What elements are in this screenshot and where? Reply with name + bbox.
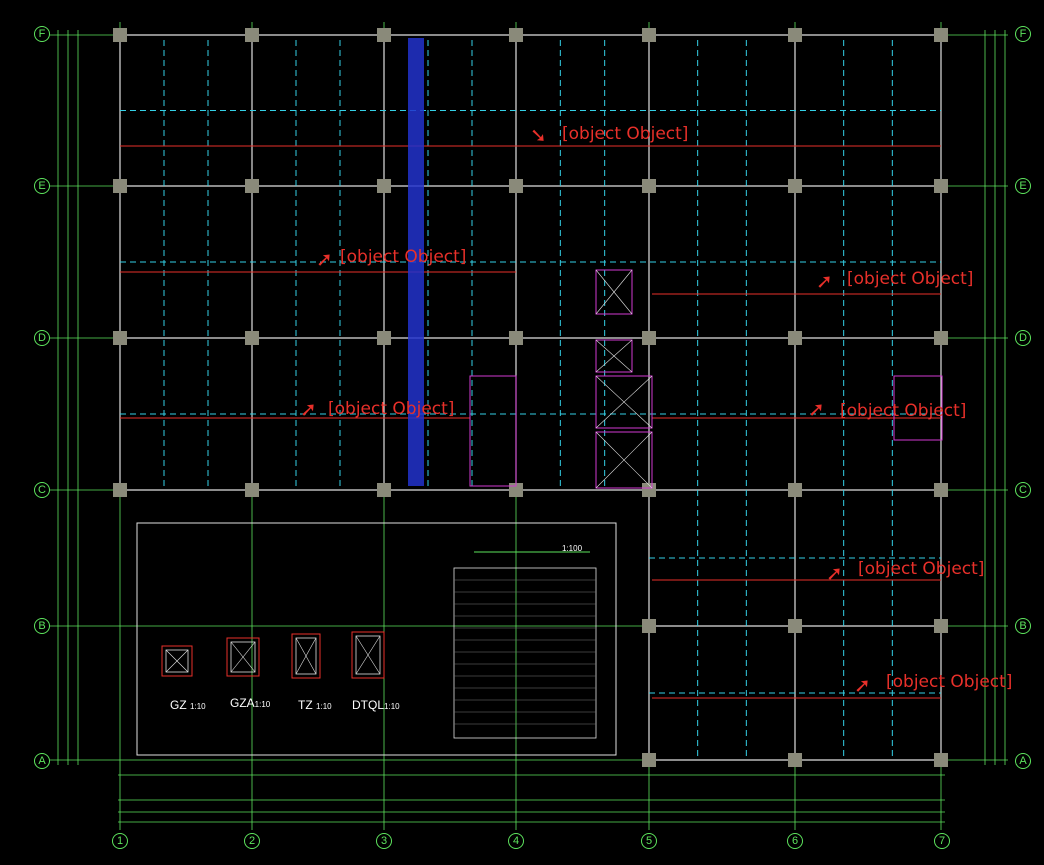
arrow-icon: ➚ xyxy=(300,399,317,421)
row-axis-B-left: B xyxy=(34,618,50,634)
column xyxy=(788,331,802,345)
column xyxy=(377,483,391,497)
column xyxy=(113,28,127,42)
column xyxy=(642,619,656,633)
row-axis-E-right: E xyxy=(1015,178,1031,194)
section-stirrup xyxy=(295,637,317,675)
section-outline xyxy=(351,631,385,679)
detail-gz-label: GZ 1:10 xyxy=(170,698,206,712)
column xyxy=(642,331,656,345)
column xyxy=(788,179,802,193)
rebar-annotation-2: [object Object] xyxy=(340,247,467,267)
column xyxy=(377,28,391,42)
col-axis-5: 5 xyxy=(641,833,657,849)
row-axis-F-right: F xyxy=(1015,26,1031,42)
section-cross xyxy=(295,637,317,675)
arrow-icon: ➚ xyxy=(816,271,833,293)
section-stirrup xyxy=(355,635,381,675)
row-axis-A-left: A xyxy=(34,753,50,769)
col-axis-4: 4 xyxy=(508,833,524,849)
shaft xyxy=(595,269,633,315)
detail-gza-label: GZA1:10 xyxy=(230,696,271,710)
arrow-icon: ➚ xyxy=(854,675,871,697)
opening xyxy=(469,375,517,487)
section-outline xyxy=(161,645,193,677)
rebar-annotation-3: [object Object] xyxy=(847,269,974,289)
shaft-cross xyxy=(595,339,633,373)
col-axis-7: 7 xyxy=(934,833,950,849)
arrow-icon: ➚ xyxy=(808,399,825,421)
row-axis-C-right: C xyxy=(1015,482,1031,498)
column xyxy=(377,331,391,345)
section-cross xyxy=(165,649,189,673)
arrow-icon: ➚ xyxy=(316,249,333,271)
shaft-cross xyxy=(595,269,633,315)
section-cross xyxy=(355,635,381,675)
column xyxy=(788,753,802,767)
arrow-icon: ➚ xyxy=(826,563,843,585)
column xyxy=(245,28,259,42)
section-outline xyxy=(226,637,260,677)
column xyxy=(509,179,523,193)
column xyxy=(642,753,656,767)
column xyxy=(642,28,656,42)
column xyxy=(509,28,523,42)
rebar-annotation-1: [object Object] xyxy=(562,124,689,144)
column xyxy=(113,331,127,345)
column xyxy=(245,179,259,193)
row-axis-F-left: F xyxy=(34,26,50,42)
row-axis-C-left: C xyxy=(34,482,50,498)
column xyxy=(934,331,948,345)
column xyxy=(788,619,802,633)
column xyxy=(934,483,948,497)
column xyxy=(788,483,802,497)
col-axis-2: 2 xyxy=(244,833,260,849)
section-stirrup xyxy=(230,641,256,673)
row-axis-D-left: D xyxy=(34,330,50,346)
shaft-cross xyxy=(595,431,653,489)
shaft xyxy=(595,339,633,373)
notes-scale: 1:100 xyxy=(562,544,583,553)
col-axis-3: 3 xyxy=(376,833,392,849)
column xyxy=(934,179,948,193)
column xyxy=(113,179,127,193)
rebar-annotation-5: [object Object] xyxy=(840,401,967,421)
rebar-annotation-7: [object Object] xyxy=(886,672,1013,692)
column xyxy=(934,619,948,633)
detail-frame xyxy=(136,522,617,756)
detail-dtql-label: DTQL1:10 xyxy=(352,698,400,712)
row-axis-D-right: D xyxy=(1015,330,1031,346)
column xyxy=(377,179,391,193)
row-axis-B-right: B xyxy=(1015,618,1031,634)
detail-tz-label: TZ 1:10 xyxy=(298,698,332,712)
col-axis-1: 1 xyxy=(112,833,128,849)
shaft xyxy=(595,431,653,489)
row-axis-A-right: A xyxy=(1015,753,1031,769)
col-axis-6: 6 xyxy=(787,833,803,849)
column xyxy=(788,28,802,42)
column xyxy=(934,753,948,767)
column xyxy=(509,331,523,345)
notes-table xyxy=(453,567,597,739)
rebar-annotation-6: [object Object] xyxy=(858,559,985,579)
section-cross xyxy=(230,641,256,673)
rebar-annotation-4: [object Object] xyxy=(328,399,455,419)
column-details-box xyxy=(136,522,617,756)
column xyxy=(642,179,656,193)
column xyxy=(245,483,259,497)
shaft xyxy=(595,375,653,429)
arrow-icon: ➘ xyxy=(530,125,547,147)
structural-frame xyxy=(113,28,948,767)
shaft-cross xyxy=(595,375,653,429)
dimension-lines xyxy=(118,774,945,823)
section-stirrup xyxy=(165,649,189,673)
section-outline xyxy=(291,633,321,679)
column xyxy=(934,28,948,42)
stair-strip xyxy=(408,38,424,486)
column xyxy=(245,331,259,345)
row-axis-E-left: E xyxy=(34,178,50,194)
opening xyxy=(893,375,943,441)
column xyxy=(113,483,127,497)
